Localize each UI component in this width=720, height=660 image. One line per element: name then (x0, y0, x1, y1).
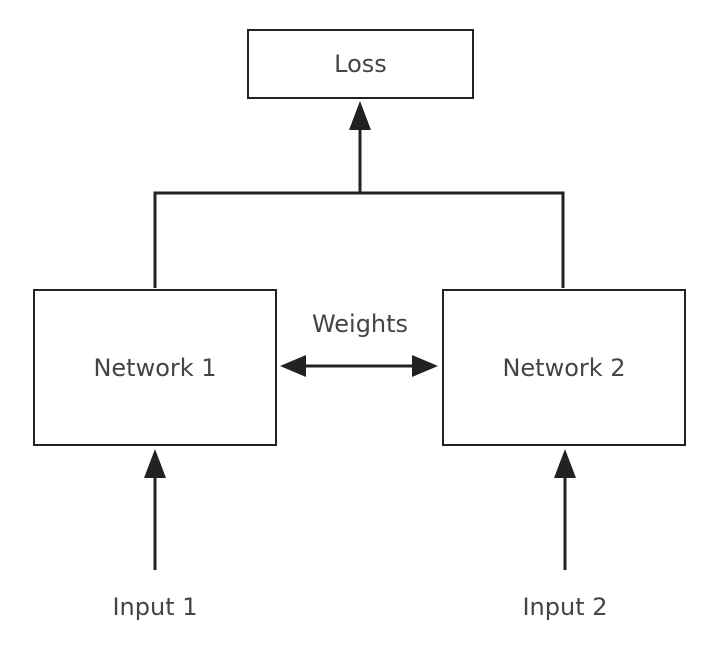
loss-arrowhead (349, 101, 371, 130)
loss-node: Loss (247, 29, 474, 99)
network1-node: Network 1 (33, 289, 277, 446)
network2-label: Network 2 (502, 353, 626, 382)
network2-node: Network 2 (442, 289, 686, 446)
input2-label: Input 2 (522, 593, 608, 621)
input1-arrowhead (144, 449, 166, 478)
weights-label: Weights (311, 310, 409, 338)
input1-label: Input 1 (112, 593, 198, 621)
weights-arrowhead-left (280, 355, 306, 377)
network2-to-merge-line (360, 191, 565, 288)
network1-to-merge-line (153, 191, 360, 288)
weights-arrowhead-right (412, 355, 438, 377)
network1-label: Network 1 (93, 353, 217, 382)
loss-label: Loss (334, 50, 387, 78)
input2-arrowhead (554, 449, 576, 478)
